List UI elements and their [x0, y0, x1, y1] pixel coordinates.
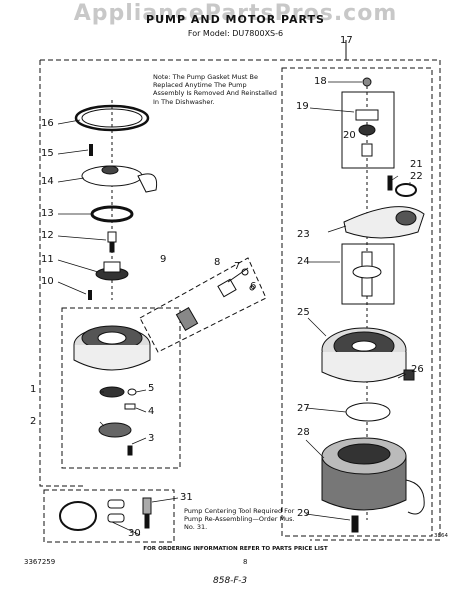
drawing-code: 3864 — [434, 533, 448, 539]
document-number: 3367259 — [24, 558, 56, 566]
callout-5: 5 — [148, 383, 155, 394]
callout-29: 29 — [297, 508, 310, 519]
callout-18: 18 — [314, 76, 327, 87]
pump-base-frame — [61, 307, 181, 469]
callout-26: 26 — [411, 364, 424, 375]
ordering-info: FOR ORDERING INFORMATION REFER TO PARTS … — [143, 546, 328, 552]
callout-17: 17 — [340, 35, 353, 46]
tool-frame — [43, 489, 175, 543]
callout-2: 2 — [30, 416, 37, 427]
centering-tool — [59, 497, 152, 531]
callout-16: 16 — [41, 118, 54, 129]
screw-15 — [89, 144, 93, 156]
callout-24: 24 — [297, 256, 310, 267]
screw-10 — [88, 290, 92, 300]
callout-3: 3 — [148, 433, 155, 444]
pump-cover — [81, 165, 158, 193]
callout-31: 31 — [180, 492, 193, 503]
callout-23: 23 — [297, 229, 310, 240]
watermark: AppliancePartsPros.com — [73, 1, 398, 26]
pump-housing — [73, 325, 151, 371]
callout-1: 1 — [30, 384, 37, 395]
pump-gasket — [74, 104, 150, 132]
impeller-11 — [95, 261, 129, 281]
motor-assembly-frame — [281, 67, 433, 537]
callout-10: 10 — [41, 276, 54, 287]
callout-6: 6 — [250, 281, 257, 292]
callout-27: 27 — [297, 403, 310, 414]
callout-20: 20 — [343, 130, 356, 141]
assembly-frame — [39, 59, 441, 541]
callout-4: 4 — [148, 406, 155, 417]
heater-parts — [175, 267, 255, 331]
page-number: 8 — [243, 558, 248, 566]
bolt-12 — [107, 231, 117, 253]
callout-13: 13 — [41, 208, 54, 219]
callout-30: 30 — [128, 528, 141, 539]
callout-14: 14 — [41, 176, 54, 187]
callout-8: 8 — [214, 257, 221, 268]
motor-parts — [321, 77, 425, 533]
model-subtitle: For Model: DU7800XS-6 — [187, 29, 284, 38]
page-title: PUMP AND MOTOR PARTS — [146, 13, 325, 26]
callout-9: 9 — [160, 254, 167, 265]
callout-7: 7 — [234, 261, 241, 272]
impeller-box — [341, 91, 395, 169]
callout-11: 11 — [41, 254, 54, 265]
pump-lower-parts — [98, 386, 137, 456]
centering-tool-note: Pump Centering Tool Required For Pump Re… — [184, 507, 295, 532]
callout-15: 15 — [41, 148, 54, 159]
callout-25: 25 — [297, 307, 310, 318]
callout-22: 22 — [410, 171, 423, 182]
callout-12: 12 — [41, 230, 54, 241]
heater-parts-frame — [139, 257, 267, 353]
handwritten-annotation: 858-F-3 — [213, 576, 248, 586]
shaft-box — [341, 243, 395, 305]
pump-gasket-note: Note: The Pump Gasket Must Be Replaced A… — [153, 73, 277, 106]
callout-28: 28 — [297, 427, 310, 438]
callout-19: 19 — [296, 101, 309, 112]
callout-21: 21 — [410, 159, 423, 170]
